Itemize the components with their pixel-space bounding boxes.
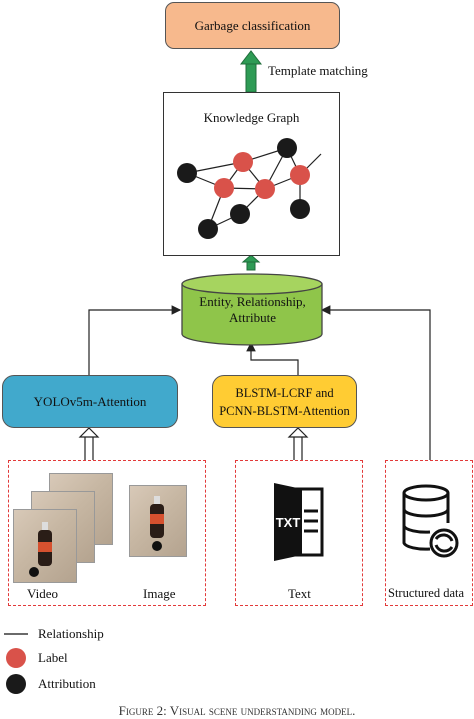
graph-node-red: [214, 152, 310, 199]
legend-relationship: Relationship: [38, 626, 104, 641]
database-sync-icon: [402, 484, 459, 558]
database-label-line2: Attribute: [229, 310, 276, 325]
blstm-label-line1: BLSTM-LCRF and: [235, 385, 334, 400]
blstm-node: BLSTM-LCRF and PCNN-BLSTM-Attention: [212, 375, 357, 428]
txt-icon-text: TXT: [276, 515, 301, 530]
text-label: Text: [288, 586, 311, 601]
label-node-icon: [6, 648, 26, 668]
video-label: Video: [27, 586, 58, 601]
figure-caption: Figure 2: Visual scene understanding mod…: [118, 703, 356, 718]
hollow-arrow-text-to-blstm: [287, 427, 309, 460]
legend-label: Label: [38, 650, 68, 665]
green-arrow-db-to-kg: [241, 254, 261, 271]
knowledge-graph-network: [177, 138, 322, 239]
blstm-label-line2: PCNN-BLSTM-Attention: [219, 403, 350, 418]
database-label: Entity, Relationship, Attribute: [180, 294, 325, 326]
hollow-arrow-media-to-yolo: [78, 427, 100, 460]
arrow-yolo-to-db: [88, 305, 182, 375]
txt-file-icon: TXT: [274, 483, 324, 561]
green-arrow-kg-to-garbage: [239, 50, 263, 93]
template-matching-label: Template matching: [268, 63, 368, 78]
database-cylinder-icon: [181, 273, 323, 346]
legend-attribution: Attribution: [38, 676, 96, 691]
knowledge-graph-title: Knowledge Graph: [203, 110, 300, 125]
attribution-node-icon: [6, 674, 26, 694]
garbage-classification-node: Garbage classification: [165, 2, 340, 49]
graph-node-black: [177, 138, 310, 239]
media-input-box: Video Image: [8, 460, 206, 606]
database-label-line1: Entity, Relationship,: [199, 294, 306, 309]
image-label: Image: [143, 586, 176, 601]
legend-symbols: [4, 633, 28, 694]
garbage-classification-label: Garbage classification: [194, 17, 311, 33]
arrow-blstm-to-db: [246, 341, 299, 375]
bottle-photo-icon: [150, 496, 164, 551]
bottle-photo-icon: [29, 522, 52, 577]
video-frame-1: [13, 509, 77, 583]
arrow-struct-to-db: [320, 305, 431, 460]
yolo-attention-node: YOLOv5m-Attention: [2, 375, 178, 428]
text-input-box: TXT Text: [235, 460, 363, 606]
structured-input-box: Structured data: [385, 460, 473, 606]
image-photo: [129, 485, 187, 557]
structured-data-label: Structured data: [388, 586, 465, 600]
yolo-attention-label: YOLOv5m-Attention: [33, 393, 147, 409]
